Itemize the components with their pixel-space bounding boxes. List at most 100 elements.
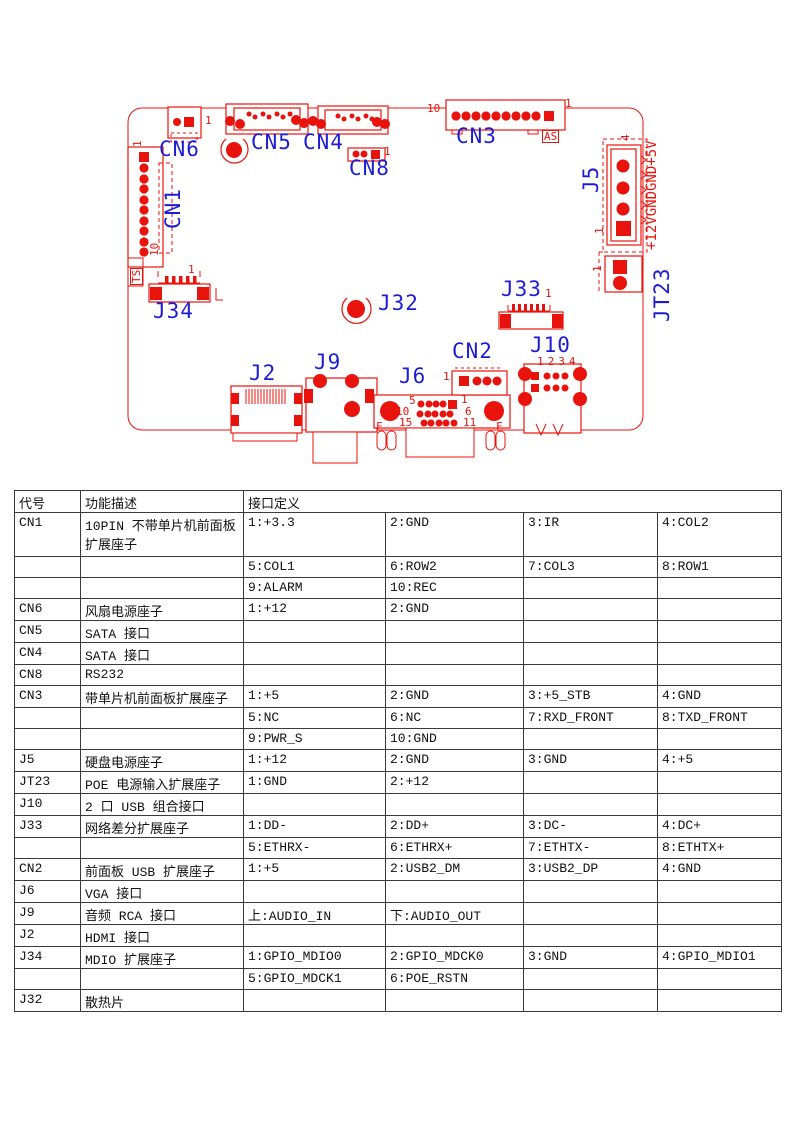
connector-j10 [518,363,587,437]
pin-cell [656,793,783,816]
pin-cell: 10:GND [385,728,524,750]
pin-cell: 3:USB2_DP [523,858,658,881]
code-cell [14,728,81,750]
pin-cell [656,771,783,794]
pin-cell: 1:GPIO_MDIO0 [243,946,386,969]
pin-cell [656,989,783,1012]
pin-cell: 4:+5 [656,749,783,772]
pin-cell: 8:ROW1 [656,556,783,578]
label-j32: J32 [378,291,419,315]
desc-cell: RS232 [80,664,244,686]
code-cell: CN3 [14,685,81,708]
label-jt23: JT23 [650,267,674,322]
pin-cell: 1:+12 [243,749,386,772]
code-cell: J9 [14,902,81,925]
connector-cn3 [445,99,566,135]
pin-cell [656,664,783,686]
pin-cell: 6:ROW2 [385,556,524,578]
pin1-jt23: 1 [591,265,604,272]
pin-cell [243,793,386,816]
code-cell: CN4 [14,642,81,665]
pin6-j6: 6 [465,405,472,418]
connector-j34 [148,271,223,303]
pin-cell: 2:GND [385,598,524,621]
pin-cell: 4:COL2 [656,512,783,557]
pin-cell: 2:+12 [385,771,524,794]
label-cn5: CN5 [251,130,292,154]
pin-cell: 3:GND [523,946,658,969]
code-cell: CN6 [14,598,81,621]
pin-cell: 2:GND [385,512,524,557]
label-cn4: CN4 [303,130,344,154]
label-j9: J9 [314,350,342,374]
pin-cell: 5:ETHRX- [243,837,386,859]
table-row: 5:ETHRX-6:ETHRX+7:ETHTX-8:ETHTX+ [14,837,783,859]
pin-cell [385,793,524,816]
label-cn6: CN6 [159,137,200,161]
pin1-cn8: 1 [384,145,391,158]
pin-cell: 1:DD- [243,815,386,838]
pin1-j5: 1 [593,227,606,234]
pin-cell: 2:GPIO_MDCK0 [385,946,524,969]
pin-cell: 6:ETHRX+ [385,837,524,859]
pin-cell [385,620,524,643]
code-cell: JT23 [14,771,81,794]
connector-cn4 [308,105,390,135]
pin-cell [656,902,783,925]
label-j10: J10 [530,333,571,357]
pin-cell: 1:+5 [243,685,386,708]
pin15-j6: 15 [399,416,413,429]
j5-pin-names: +12VGNDGND+5V [644,140,660,250]
pin-cell: 5:NC [243,707,386,729]
pin-cell: 3:+5_STB [523,685,658,708]
desc-cell: SATA 接口 [80,620,244,643]
pin-cell [656,598,783,621]
pin-cell: 7:ETHTX- [523,837,658,859]
code-cell: J33 [14,815,81,838]
pin-cell [523,968,658,990]
desc-cell: VGA 接口 [80,880,244,903]
pin1-cn3: 1 [565,97,572,110]
pin10-cn3: 10 [427,102,441,115]
mounting-hole [220,138,249,164]
code-cell: CN8 [14,664,81,686]
connector-j33 [498,304,564,330]
pin-cell [523,642,658,665]
header-description: 功能描述 [80,490,244,513]
desc-cell: 硬盘电源座子 [80,749,244,772]
pin-cell [523,664,658,686]
connector-cn5 [225,103,309,135]
pin11-j6: 11 [463,416,477,429]
pin-cell: 4:GPIO_MDIO1 [656,946,783,969]
pin1-j6: 1 [461,393,468,406]
desc-cell: 音频 RCA 接口 [80,902,244,925]
desc-cell: POE 电源输入扩展座子 [80,771,244,794]
label-cn8: CN8 [349,156,390,180]
pin-cell: 9:PWR_S [243,728,386,750]
label-j2: J2 [249,361,277,385]
pin-cell [243,620,386,643]
label-j33: J33 [501,277,542,301]
desc-cell: 风扇电源座子 [80,598,244,621]
connector-j2 [230,385,303,442]
pin-cell [523,577,658,599]
label-cn3: CN3 [456,124,497,148]
pin-cell: 10:REC [385,577,524,599]
pin-cell [656,924,783,947]
code-cell: CN1 [14,512,81,557]
label-cn1: CN1 [161,188,185,229]
code-cell: J5 [14,749,81,772]
pin10-cn1: 10 [148,242,161,256]
table-header-row: 代号 功能描述 接口定义 [14,490,783,513]
